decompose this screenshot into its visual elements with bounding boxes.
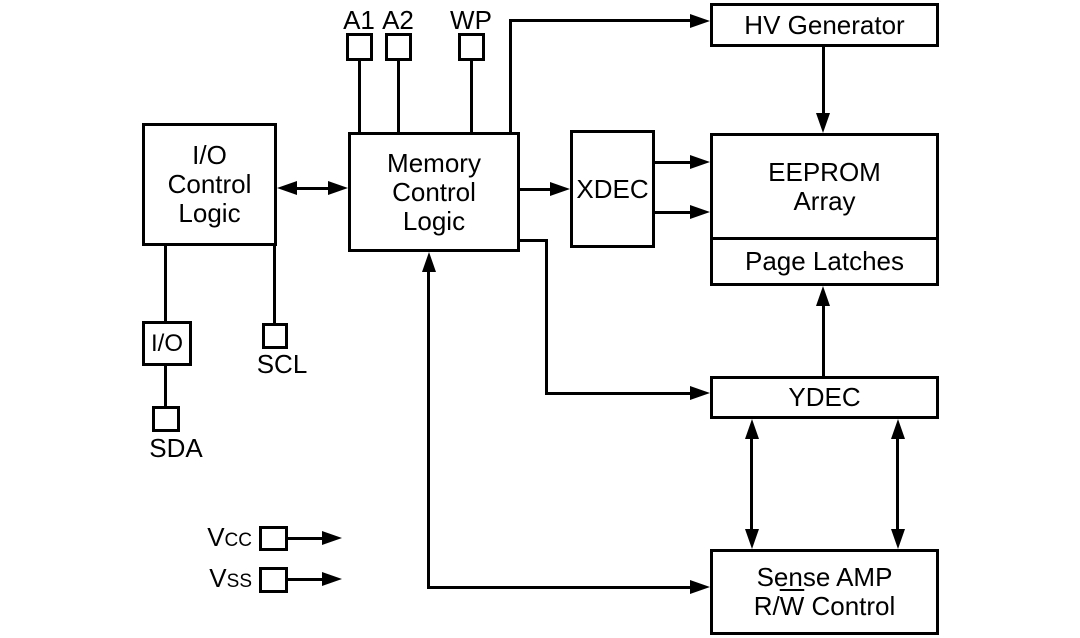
- hv-generator-label: HV Generator: [744, 9, 905, 40]
- a2-pin-label: A2: [382, 5, 414, 35]
- vcc-pin-label: VCC: [207, 522, 252, 552]
- scl-pin: [262, 323, 288, 349]
- a2-pin: [385, 33, 412, 61]
- a2-wire: [397, 61, 400, 132]
- mcl-to-hv-arrowhead: [690, 14, 710, 28]
- rw-control-label: R/W Control: [753, 591, 896, 621]
- wp-wire: [470, 61, 473, 132]
- xdec-block: XDEC: [570, 130, 655, 248]
- io-pin-to-sda-pin-wire: [164, 365, 167, 406]
- xdec-to-eeprom-wire-lower: [655, 211, 692, 214]
- io-control-logic-block: I/O Control Logic: [142, 123, 277, 246]
- a1-wire: [358, 61, 361, 132]
- ydec-label: YDEC: [788, 382, 861, 412]
- io-control-logic-label: Logic: [178, 198, 241, 228]
- mcl-to-hv-wire-vertical: [509, 20, 512, 132]
- wp-pin-label: WP: [450, 5, 492, 35]
- vss-wire: [288, 578, 324, 581]
- sense-to-mcl-arrowhead: [422, 252, 436, 272]
- xdec-to-eeprom-arrowhead-upper: [690, 155, 710, 169]
- mcl-to-ydec-wire-vertical: [545, 239, 548, 395]
- ydec-block: YDEC: [710, 376, 939, 419]
- memory-control-logic-label: Memory: [387, 147, 481, 178]
- hv-to-eeprom-wire: [822, 47, 825, 115]
- eeprom-array-label: Array: [793, 185, 856, 216]
- ydec-sense-right-up-arrowhead: [891, 419, 905, 439]
- sense-amp-label: Sense AMP: [756, 562, 893, 592]
- xdec-label: XDEC: [576, 173, 649, 204]
- ydec-sense-left-up-arrowhead: [745, 419, 759, 439]
- a1-pin: [346, 33, 373, 61]
- mcl-to-xdec-wire: [520, 188, 552, 191]
- xdec-to-eeprom-arrowhead-lower: [690, 205, 710, 219]
- iocl-mcl-right-arrowhead: [328, 181, 348, 195]
- iocl-mcl-wire: [293, 187, 331, 190]
- sense-amp-rw-control-block: Sense AMP R/W Control: [710, 549, 939, 635]
- mcl-to-xdec-arrowhead: [550, 182, 570, 196]
- vss-pin: [259, 567, 288, 593]
- eeprom-array-block: EEPROM Array Page Latches: [710, 133, 939, 286]
- page-latches-section: Page Latches: [713, 237, 936, 283]
- io-control-logic-label: I/O: [192, 140, 227, 170]
- mcl-to-ydec-wire-horizontal: [545, 392, 693, 395]
- scl-pin-label: SCL: [256, 349, 308, 379]
- vss-pin-label: VSS: [209, 563, 252, 593]
- sda-pin-label: SDA: [149, 433, 203, 463]
- page-latches-label: Page Latches: [744, 246, 904, 276]
- eeprom-array-section: EEPROM Array: [713, 136, 936, 237]
- iocl-to-io-pin-wire: [164, 246, 167, 321]
- ydec-sense-left-down-arrowhead: [745, 529, 759, 549]
- iocl-to-scl-pin-wire: [273, 246, 276, 323]
- a1-pin-label: A1: [343, 5, 375, 35]
- ydec-sense-right-wire: [896, 437, 899, 531]
- xdec-to-eeprom-wire-upper: [655, 161, 692, 164]
- vcc-arrowhead: [322, 531, 342, 545]
- io-control-logic-label: Control: [167, 169, 252, 199]
- memory-control-logic-block: Memory Control Logic: [348, 132, 520, 252]
- mcl-to-hv-wire-horizontal: [509, 19, 692, 22]
- io-pin: I/O: [142, 321, 192, 366]
- ydec-to-page-latches-wire: [822, 304, 825, 376]
- mcl-to-ydec-wire-stub: [520, 239, 548, 242]
- eeprom-array-label: EEPROM: [768, 156, 881, 187]
- memory-control-logic-label: Control: [392, 176, 476, 207]
- w-overline: W: [779, 591, 805, 621]
- ydec-sense-right-down-arrowhead: [891, 529, 905, 549]
- ydec-sense-left-wire: [750, 437, 753, 531]
- mcl-sense-wire-horizontal: [427, 586, 693, 589]
- hv-generator-block: HV Generator: [710, 3, 939, 47]
- vcc-wire: [288, 537, 324, 540]
- ydec-to-page-latches-arrowhead: [816, 286, 830, 306]
- vcc-pin: [259, 526, 288, 551]
- vss-arrowhead: [322, 572, 342, 586]
- wp-pin: [458, 33, 485, 61]
- io-pin-label: I/O: [150, 329, 183, 357]
- memory-control-logic-label: Logic: [402, 205, 466, 236]
- iocl-mcl-left-arrowhead: [277, 181, 297, 195]
- mcl-to-sense-arrowhead: [690, 580, 710, 594]
- sda-pin: [152, 406, 180, 432]
- mcl-sense-wire-vertical: [427, 270, 430, 589]
- mcl-to-ydec-arrowhead: [690, 386, 710, 400]
- hv-to-eeprom-arrowhead: [816, 113, 830, 133]
